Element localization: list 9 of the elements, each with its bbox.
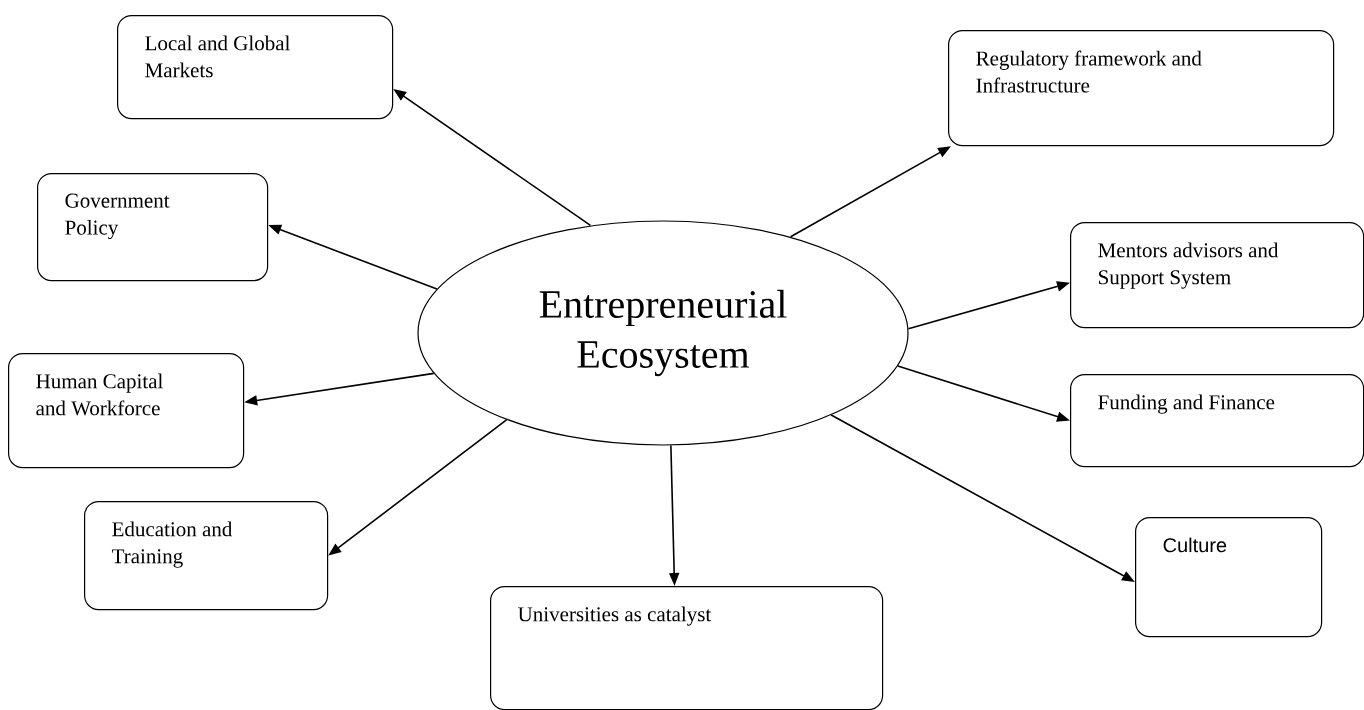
factor-box: Universities as catalyst: [490, 586, 884, 710]
factor-box: Local and Global Markets: [117, 15, 394, 120]
factor-box: Culture: [1135, 517, 1323, 638]
factor-box: Education and Training: [84, 501, 329, 611]
factor-box: Regulatory framework and Infrastructure: [948, 30, 1335, 147]
factor-box: Mentors advisors and Support System: [1070, 222, 1364, 329]
factor-box: Funding and Finance: [1070, 374, 1364, 468]
factor-box: Human Capital and Workforce: [8, 353, 245, 469]
factor-box: Government Policy: [37, 173, 269, 282]
